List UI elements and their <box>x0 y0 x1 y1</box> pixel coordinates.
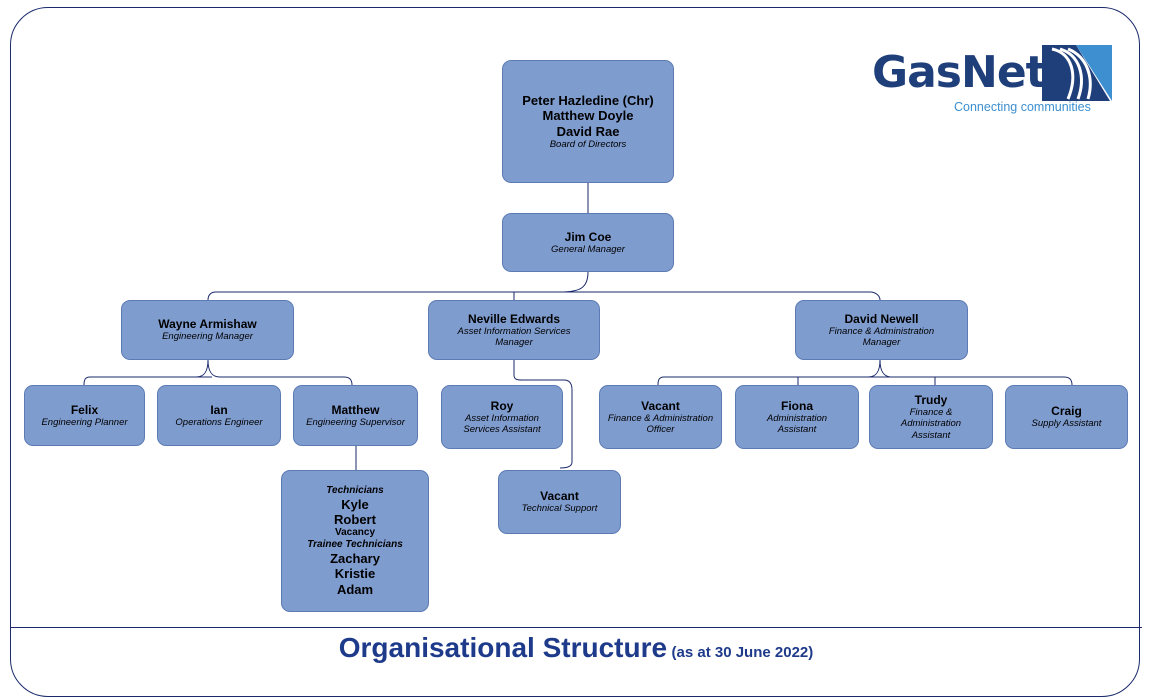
staff-box-matthew: Matthew Engineering Supervisor <box>293 385 418 446</box>
manager-role: Engineering Manager <box>162 331 253 343</box>
gasnet-logo: GasNet Connecting communities <box>862 45 1122 120</box>
connector-lines <box>83 183 1073 470</box>
technicians-heading: Technicians <box>326 484 384 496</box>
staff-name: Ian <box>210 402 228 417</box>
trainee-name: Zachary <box>330 551 380 567</box>
logo-tagline: Connecting communities <box>954 100 1091 114</box>
connector-eng-staff <box>83 359 353 386</box>
staff-name: Vacant <box>641 398 680 413</box>
board-member-1: Peter Hazledine (Chr) <box>522 92 654 108</box>
staff-role: Engineering Supervisor <box>306 416 405 428</box>
technician-name: Robert <box>334 512 376 528</box>
staff-role: Administration Assistant <box>766 412 828 436</box>
trainee-heading: Trainee Technicians <box>307 539 403 551</box>
staff-role: Asset Information Services Assistant <box>463 412 541 436</box>
staff-name: Roy <box>490 398 514 413</box>
manager-box-asset: Neville Edwards Asset Information Servic… <box>428 300 600 360</box>
gm-box: Jim Coe General Manager <box>502 213 674 272</box>
technician-vacancy: Vacancy <box>334 527 376 539</box>
board-role: Board of Directors <box>549 138 627 150</box>
technician-name: Kyle <box>341 496 369 512</box>
staff-name: Craig <box>1051 404 1082 419</box>
staff-role: Finance & Administration Officer <box>607 412 714 436</box>
board-box: Peter Hazledine (Chr) Matthew Doyle Davi… <box>502 60 674 183</box>
staff-box-fiona: Fiona Administration Assistant <box>735 385 859 449</box>
gm-role: General Manager <box>551 243 625 255</box>
trainee-name: Kristie <box>334 566 376 582</box>
manager-name: Neville Edwards <box>467 311 561 326</box>
staff-name: Matthew <box>331 402 380 417</box>
manager-role: Finance & Administration Manager <box>828 325 935 349</box>
staff-role: Supply Assistant <box>1031 418 1102 430</box>
staff-name: Trudy <box>914 393 948 408</box>
technicians-box: Technicians Kyle Robert Vacancy Trainee … <box>281 470 429 612</box>
title-date: (as at 30 June 2022) <box>671 644 814 661</box>
connector-finance-staff <box>657 359 1073 386</box>
staff-box-finance-officer: Vacant Finance & Administration Officer <box>599 385 722 449</box>
staff-box-craig: Craig Supply Assistant <box>1005 385 1128 449</box>
logo-wordmark: GasNet <box>872 47 1047 98</box>
board-member-2: Matthew Doyle <box>542 108 634 124</box>
staff-box-felix: Felix Engineering Planner <box>24 385 145 446</box>
page-title: Organisational Structure (as at 30 June … <box>0 632 1152 664</box>
staff-box-technical-support: Vacant Technical Support <box>498 470 621 534</box>
manager-box-finance: David Newell Finance & Administration Ma… <box>795 300 968 360</box>
trainee-name: Adam <box>336 581 374 597</box>
staff-role: Technical Support <box>521 503 598 515</box>
title-main: Organisational Structure <box>338 632 668 663</box>
staff-name: Fiona <box>781 398 813 413</box>
flame-logo-icon <box>1042 45 1112 101</box>
staff-role: Finance & Administration Assistant <box>900 407 962 441</box>
manager-role: Asset Information Services Manager <box>457 325 571 349</box>
staff-box-roy: Roy Asset Information Services Assistant <box>441 385 563 449</box>
manager-name: David Newell <box>844 311 919 326</box>
manager-name: Wayne Armishaw <box>158 317 257 332</box>
board-member-3: David Rae <box>556 123 620 139</box>
staff-name: Felix <box>70 402 99 417</box>
footer-divider <box>10 627 1142 628</box>
staff-box-trudy: Trudy Finance & Administration Assistant <box>869 385 993 449</box>
staff-role: Operations Engineer <box>175 416 263 428</box>
staff-role: Engineering Planner <box>41 416 128 428</box>
staff-name: Vacant <box>540 489 579 504</box>
connector-gm-managers <box>207 271 881 301</box>
manager-box-engineering: Wayne Armishaw Engineering Manager <box>121 300 294 360</box>
gm-name: Jim Coe <box>564 229 612 244</box>
staff-box-ian: Ian Operations Engineer <box>157 385 281 446</box>
connector-asset-staff <box>513 360 573 469</box>
